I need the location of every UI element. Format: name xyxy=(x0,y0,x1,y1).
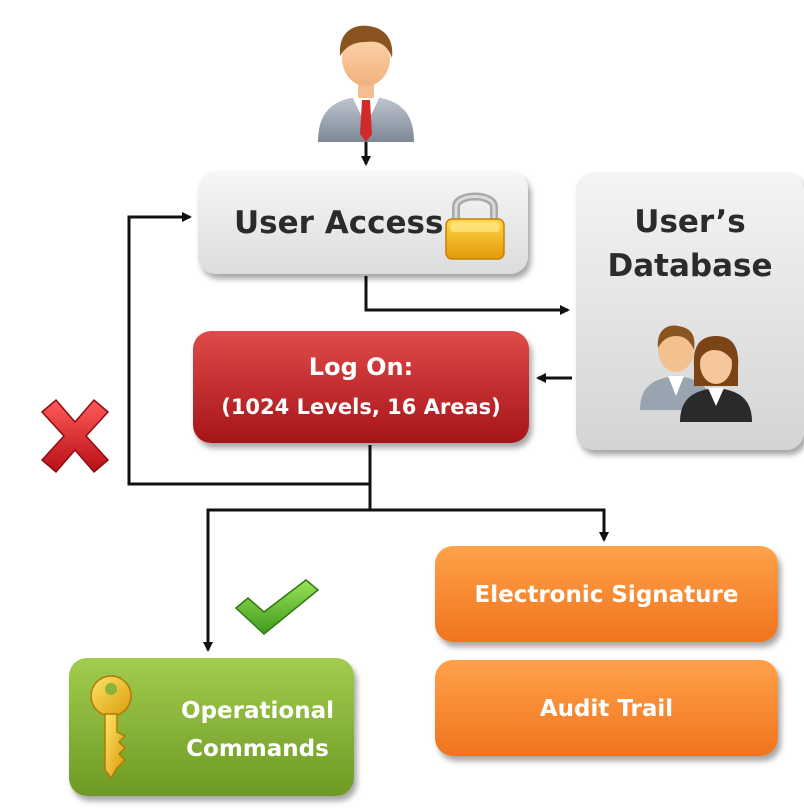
arrow-denied-loop xyxy=(127,212,372,486)
electronic-signature-box: Electronic Signature xyxy=(435,546,778,642)
red-x-icon xyxy=(40,398,110,474)
operational-commands-box: Operational Commands xyxy=(69,658,354,796)
operational-commands-label: Operational Commands xyxy=(161,692,354,768)
audit-trail-label: Audit Trail xyxy=(539,696,674,722)
green-check-icon xyxy=(234,579,320,635)
log-on-box: Log On: (1024 Levels, 16 Areas) xyxy=(193,331,529,443)
operational-commands-line1: Operational xyxy=(181,698,334,724)
user-access-box: User Access xyxy=(198,171,528,274)
arrow-access-to-database xyxy=(364,276,570,315)
users-group-icon xyxy=(640,325,752,422)
audit-trail-box: Audit Trail xyxy=(435,660,778,756)
key-icon xyxy=(90,675,132,780)
operational-commands-line2: Commands xyxy=(186,736,329,762)
users-database-line2: Database xyxy=(607,248,773,284)
padlock-icon xyxy=(445,192,505,260)
user-icon xyxy=(318,25,414,142)
log-on-details: (1024 Levels, 16 Areas) xyxy=(221,395,501,419)
log-on-title: Log On: xyxy=(308,353,414,381)
arrow-logon-to-signature xyxy=(370,508,609,542)
arrow-logon-to-commands xyxy=(203,484,372,652)
user-access-label: User Access xyxy=(234,205,444,241)
users-database-box: User’s Database xyxy=(576,172,804,450)
users-database-label: User’s Database xyxy=(576,200,804,288)
electronic-signature-label: Electronic Signature xyxy=(474,582,739,608)
users-database-line1: User’s xyxy=(634,204,746,240)
